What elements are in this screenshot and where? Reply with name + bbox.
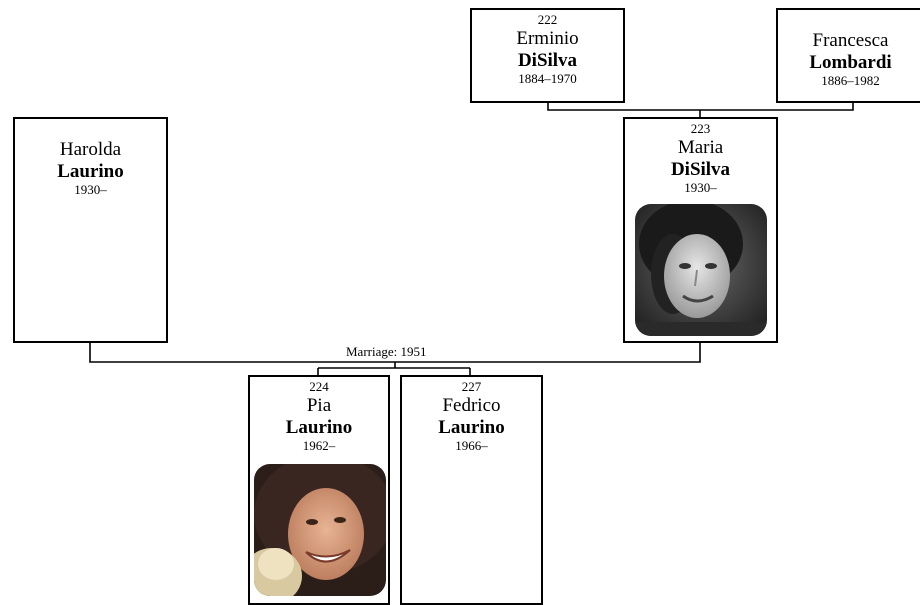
person-first-name: Fedrico: [442, 394, 501, 416]
person-first-name: Pia: [306, 394, 332, 416]
person-id: 223: [690, 121, 711, 136]
portrait-image: [635, 204, 767, 336]
person-last-name: DiSilva: [670, 158, 731, 180]
person-last-name: Laurino: [438, 416, 505, 438]
marriage-label: Marriage: 1951: [344, 344, 429, 359]
person-years: 1930–: [684, 179, 717, 195]
person-last-name: DiSilva: [517, 49, 578, 71]
person-last-name: Laurino: [285, 416, 353, 438]
person-first-name: Francesca: [812, 30, 889, 51]
person-card-maria[interactable]: 223 Maria DiSilva 1930–: [623, 117, 778, 343]
person-id: 227: [461, 379, 482, 394]
person-card-fedrico[interactable]: 227 Fedrico Laurino 1966–: [400, 375, 543, 605]
connector-parents-maria: [547, 102, 854, 118]
person-years: 1962–: [302, 437, 336, 453]
person-card-harolda[interactable]: Harolda Laurino 1930–: [13, 117, 168, 343]
person-card-erminio[interactable]: 222 Erminio DiSilva 1884–1970: [470, 8, 625, 103]
person-years: 1930–: [74, 181, 107, 197]
person-first-name: Erminio: [516, 27, 579, 49]
person-card-pia[interactable]: 224 Pia Laurino 1962–: [248, 375, 390, 605]
person-id: 224: [309, 379, 329, 394]
portrait-image: [254, 464, 386, 596]
person-years: 1886–1982: [821, 72, 880, 88]
person-first-name: Maria: [677, 136, 724, 158]
person-last-name: Lombardi: [809, 51, 892, 73]
person-years: 1884–1970: [518, 70, 577, 86]
person-photo: [254, 464, 386, 596]
person-last-name: Laurino: [57, 160, 124, 182]
person-years: 1966–: [455, 437, 488, 453]
person-photo: [635, 204, 767, 336]
person-first-name: Harolda: [59, 139, 122, 160]
person-id: 222: [537, 12, 558, 27]
person-card-francesca[interactable]: Francesca Lombardi 1886–1982: [776, 8, 920, 103]
connector-children: [317, 362, 471, 376]
